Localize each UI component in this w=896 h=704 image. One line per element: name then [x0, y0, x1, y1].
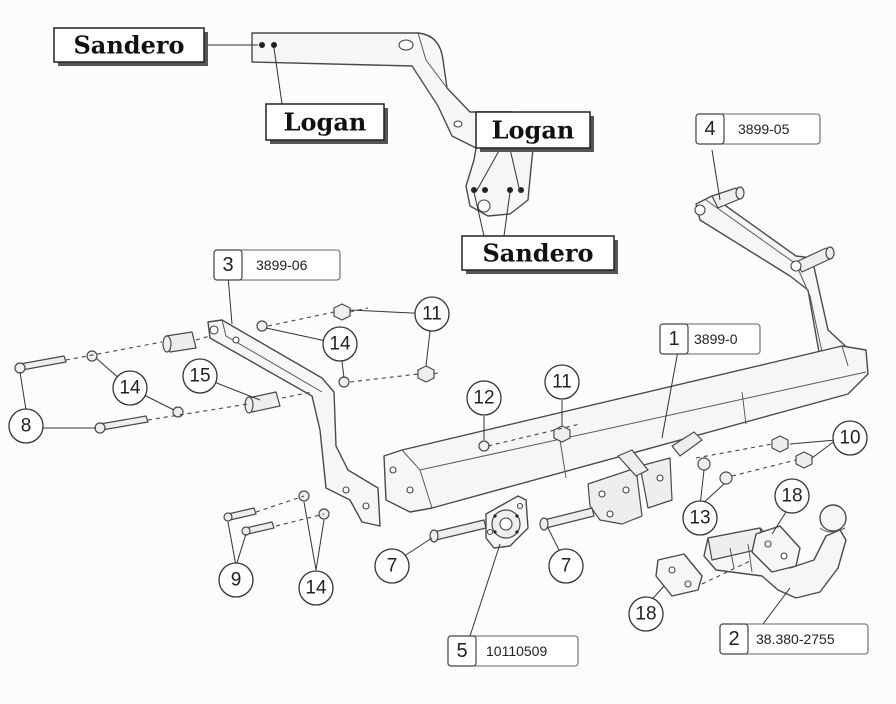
- part-code-4-text: 3899-05: [738, 121, 790, 137]
- part-code-4: 4 3899-05: [695, 113, 821, 145]
- callout-11-top-text: 11: [422, 304, 442, 325]
- callout-14-left: 14: [112, 370, 148, 406]
- callout-11-top: 11: [414, 296, 450, 332]
- callout-8: 8: [8, 408, 44, 444]
- part-code-5-number: 5: [456, 640, 467, 662]
- part-code-2-number: 2: [728, 628, 739, 650]
- model-label-sandero-bottom: Sandero: [461, 235, 618, 274]
- clamp-plates: [655, 525, 801, 597]
- callout-18-left: 18: [628, 596, 664, 632]
- part-code-1: 1 3899-0: [659, 323, 761, 355]
- callout-14-upper: 14: [322, 326, 358, 362]
- part-code-1-number: 1: [668, 328, 679, 350]
- callout-14-upper-text: 14: [329, 334, 351, 355]
- callout-18-right: 18: [774, 478, 810, 514]
- callout-18-left-text: 18: [635, 604, 656, 625]
- model-label-sandero-top: Sandero: [53, 27, 208, 66]
- callout-14-left-text: 14: [119, 378, 141, 399]
- callout-12-text: 12: [473, 388, 494, 409]
- model-text-logan-left: Logan: [284, 108, 367, 137]
- callout-13: 13: [682, 500, 718, 536]
- callout-8-text: 8: [21, 416, 32, 437]
- callout-11-middle-text: 11: [552, 372, 572, 393]
- fasteners: [14, 303, 813, 543]
- part-code-4-number: 4: [704, 118, 715, 140]
- callout-15: 15: [182, 358, 218, 394]
- callout-18-right-text: 18: [781, 486, 802, 507]
- model-text-sandero-bottom: Sandero: [482, 239, 593, 268]
- part-code-5-text: 10110509: [486, 643, 547, 659]
- socket-plate: [485, 495, 529, 549]
- callout-7-right: 7: [548, 548, 584, 584]
- part-code-5: 5 10110509: [447, 635, 579, 667]
- part-code-2-text: 38.380-2755: [756, 631, 835, 647]
- callout-7-left: 7: [374, 548, 410, 584]
- part-code-1-text: 3899-0: [694, 331, 738, 347]
- callout-10-text: 10: [839, 428, 860, 449]
- part-code-2: 2 38.380-2755: [719, 623, 869, 655]
- callout-7-left-text: 7: [387, 556, 398, 577]
- right-side-arm: [694, 186, 853, 371]
- callout-10: 10: [832, 420, 868, 456]
- part-code-3: 3 3899-06: [213, 249, 341, 281]
- callout-11-middle: 11: [544, 364, 580, 400]
- callout-12: 12: [466, 380, 502, 416]
- callout-15-text: 15: [189, 366, 210, 387]
- callout-9-text: 9: [231, 570, 242, 591]
- callout-13-text: 13: [689, 508, 710, 529]
- model-text-logan-right: Logan: [492, 116, 575, 145]
- callout-7-right-text: 7: [561, 556, 572, 577]
- part-code-3-text: 3899-06: [256, 257, 308, 273]
- model-text-sandero-top: Sandero: [73, 31, 184, 60]
- part-code-3-number: 3: [222, 254, 233, 276]
- callout-14-bottom: 14: [298, 570, 334, 606]
- model-label-logan-right: Logan: [475, 111, 594, 152]
- main-crossbar: [383, 345, 869, 525]
- left-side-arm: [207, 319, 381, 527]
- callout-9: 9: [218, 562, 254, 598]
- model-label-logan-left: Logan: [265, 103, 388, 144]
- callout-14-bottom-text: 14: [305, 578, 327, 599]
